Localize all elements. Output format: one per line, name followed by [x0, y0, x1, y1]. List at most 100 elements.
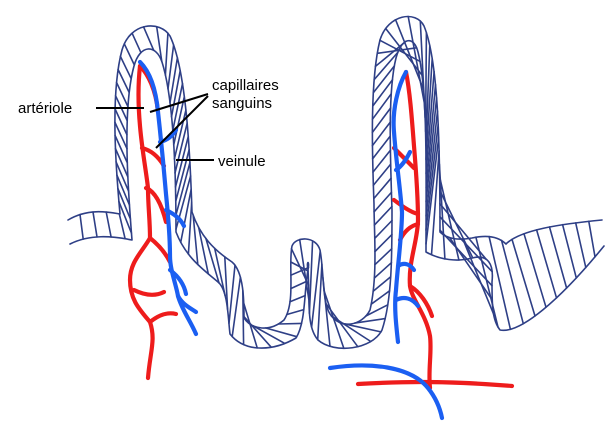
right-arteriole-vessel: [403, 69, 433, 391]
epithelial-cell-wall: [488, 235, 512, 331]
epithelial-cell-wall: [425, 44, 431, 147]
epithelial-cell-wall: [374, 247, 393, 266]
right-villus-vessels: [327, 69, 515, 421]
epithelial-cell-wall: [174, 122, 188, 174]
epithelial-cell-wall: [213, 247, 226, 297]
epithelial-cell-wall: [174, 135, 190, 188]
epithelial-cell-wall: [419, 20, 426, 119]
epithelial-cell-wall: [374, 40, 407, 68]
epithelial-cell-wall: [187, 201, 193, 255]
epithelial-cell-wall: [548, 226, 568, 289]
epithelial-cell-wall: [340, 322, 382, 333]
epithelial-cell-wall: [425, 123, 440, 231]
epithelial-cell-wall: [373, 261, 393, 279]
epithelial-cell-wall: [114, 147, 129, 178]
epithelial-cell-wall: [430, 150, 440, 256]
epithelial-cell-wall: [373, 51, 399, 81]
epithelial-cell-wall: [371, 79, 394, 107]
epithelial-cell-wall: [164, 32, 169, 76]
epithelial-cell-wall: [325, 302, 359, 348]
epithelial-cell-wall: [425, 97, 438, 203]
right-venule-vessel: [391, 69, 409, 345]
epithelial-cell-wall: [370, 289, 391, 306]
epithelial-cell-wall: [289, 294, 306, 303]
right-capillary-branch-3: [407, 283, 435, 319]
epithelial-cell-wall: [322, 276, 331, 348]
epithelial-cell-wall: [372, 177, 392, 200]
left-venule-branch-2: [163, 207, 187, 229]
epithelial-cell-wall: [252, 324, 286, 345]
epithelial-cell-wall: [290, 280, 308, 290]
epithelial-cell-wall: [173, 109, 187, 160]
epithelial-cell-wall: [105, 211, 112, 238]
epithelial-cell-wall: [114, 134, 129, 164]
epithelium-layer: [67, 15, 605, 350]
epithelial-cell-wall: [308, 240, 314, 315]
right-venule-branch-1: [393, 295, 421, 309]
epithelial-cell-wall: [170, 69, 181, 118]
epithelial-cell-wall: [277, 322, 303, 325]
left-venule-branch-3: [167, 267, 189, 297]
epithelial-cell-wall: [155, 25, 163, 63]
epithelial-cell-wall: [372, 275, 392, 293]
left-venule-branch-4: [175, 293, 199, 315]
epithelial-cell-wall: [231, 276, 242, 338]
epithelial-cell-wall: [372, 65, 396, 94]
left-capillary-branch-2: [143, 185, 169, 225]
right-arterial-base: [355, 379, 515, 389]
epithelial-cell-wall: [439, 229, 493, 287]
epithelial-cell-wall: [242, 289, 245, 346]
epithelial-cell-wall: [316, 263, 323, 341]
epithelial-cell-wall: [574, 222, 587, 269]
epithelial-cell-wall: [115, 161, 130, 192]
epithelial-cell-wall: [228, 264, 236, 325]
epithelial-cell-wall: [475, 236, 499, 328]
epithelial-cell-wall: [371, 107, 392, 134]
epithelial-cell-wall: [374, 233, 393, 253]
epithelial-cell-wall: [425, 110, 439, 217]
right-venous-base: [327, 363, 445, 421]
epithelium-inner-edge: [69, 39, 605, 350]
epithelial-cell-wall: [425, 57, 434, 161]
epithelial-cell-wall: [114, 108, 128, 136]
epithelial-cell-wall: [353, 317, 387, 324]
epithelium-outer-edge: [67, 15, 603, 329]
epithelial-cell-wall: [373, 191, 393, 213]
epithelial-cell-wall: [373, 219, 393, 240]
epithelial-cell-wall: [523, 233, 547, 309]
diagram-labels: artériole capillaires sanguins veinule: [18, 77, 279, 170]
epithelial-cell-wall: [330, 314, 372, 343]
label-leader-lines: [96, 93, 214, 161]
epithelial-cell-wall: [172, 96, 186, 146]
epithelial-cell-wall: [425, 136, 440, 245]
epithelial-cell-wall: [175, 161, 191, 216]
epithelial-cell-wall: [310, 250, 322, 328]
epithelial-cell-wall: [131, 32, 142, 54]
epithelial-cell-wall: [372, 149, 392, 173]
epithelial-cell-wall: [116, 174, 131, 206]
epithelial-cell-wall: [407, 15, 426, 105]
left-capillary-branch-4: [131, 287, 167, 297]
epithelial-cell-wall: [535, 229, 558, 299]
epithelial-cell-wall: [264, 327, 298, 338]
epithelial-cell-wall: [286, 308, 305, 316]
epithelial-cell-wall: [79, 213, 84, 240]
epithelial-cell-divisions: [79, 15, 596, 350]
epithelial-cell-wall: [461, 238, 495, 315]
epithelial-cell-wall: [365, 303, 389, 317]
epithelial-cell-wall: [123, 42, 136, 66]
epithelial-cell-wall: [205, 237, 220, 284]
epithelial-cell-wall: [371, 93, 393, 120]
epithelial-cell-wall: [119, 55, 132, 80]
left-capillary-branch-3: [147, 235, 173, 265]
epithelial-cell-wall: [500, 239, 525, 325]
epithelial-cell-wall: [114, 121, 128, 150]
epithelial-cell-wall: [373, 205, 393, 226]
epithelial-cell-wall: [376, 46, 418, 55]
capillaires-leader-line-1: [149, 93, 209, 113]
epithelial-cell-wall: [169, 56, 179, 104]
epithelial-cell-wall: [323, 289, 345, 350]
epithelial-cell-wall: [587, 220, 596, 258]
epithelial-cell-wall: [118, 200, 133, 234]
